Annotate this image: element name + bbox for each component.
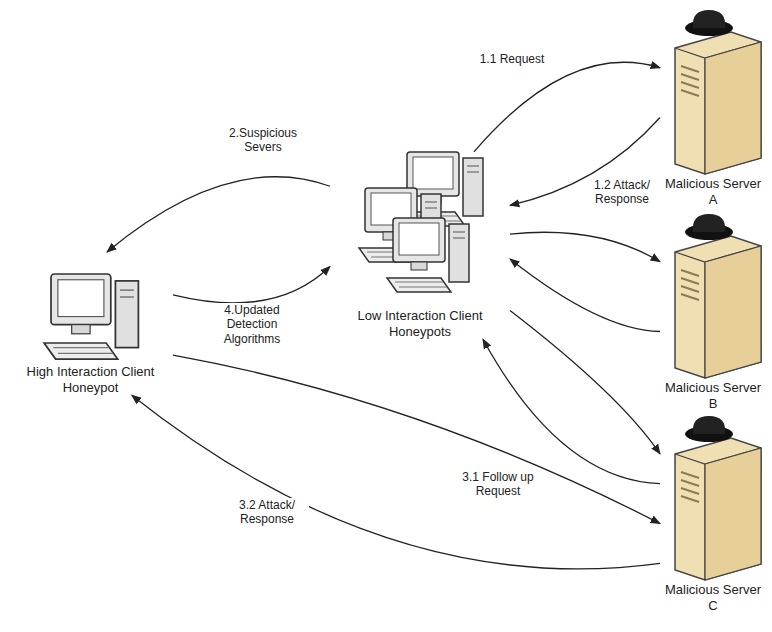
- edge-label: 2.Suspicious Severs: [225, 126, 301, 155]
- edge-label: 3.2 Attack/ Response: [225, 498, 309, 527]
- computer-icon: [41, 252, 141, 364]
- edge-label: 1.1 Request: [470, 52, 554, 66]
- edge-label: 3.1 Follow up Request: [455, 470, 541, 499]
- server-node: Malicious Server C: [660, 414, 766, 613]
- flow-arrow: [474, 62, 660, 152]
- flow-arrow: [107, 177, 330, 252]
- server-icon: [661, 414, 765, 582]
- node-label: Low Interaction Client Honeypots: [330, 308, 510, 339]
- flow-arrow: [510, 259, 660, 332]
- flow-arrow: [173, 267, 330, 303]
- node-label: Malicious Server A: [660, 176, 766, 207]
- honeypot-node: High Interaction Client Honeypot: [8, 252, 173, 395]
- edge-label: 1.2 Attack/ Response: [585, 178, 659, 207]
- node-label: Malicious Server B: [660, 380, 766, 411]
- flow-arrow: [132, 395, 660, 569]
- edge-label: 4.Updated Detection Algorithms: [205, 303, 299, 346]
- honeypot-node: Low Interaction Client Honeypots: [330, 148, 510, 339]
- server-icon: [661, 212, 765, 380]
- flow-arrow: [510, 232, 660, 262]
- computer-icon: [345, 148, 495, 308]
- server-node: Malicious Server A: [660, 8, 766, 207]
- node-label: High Interaction Client Honeypot: [8, 364, 173, 395]
- flow-arrow: [483, 339, 660, 484]
- flow-arrow: [510, 311, 660, 454]
- node-label: Malicious Server C: [660, 582, 766, 613]
- server-node: Malicious Server B: [660, 212, 766, 411]
- server-icon: [661, 8, 765, 176]
